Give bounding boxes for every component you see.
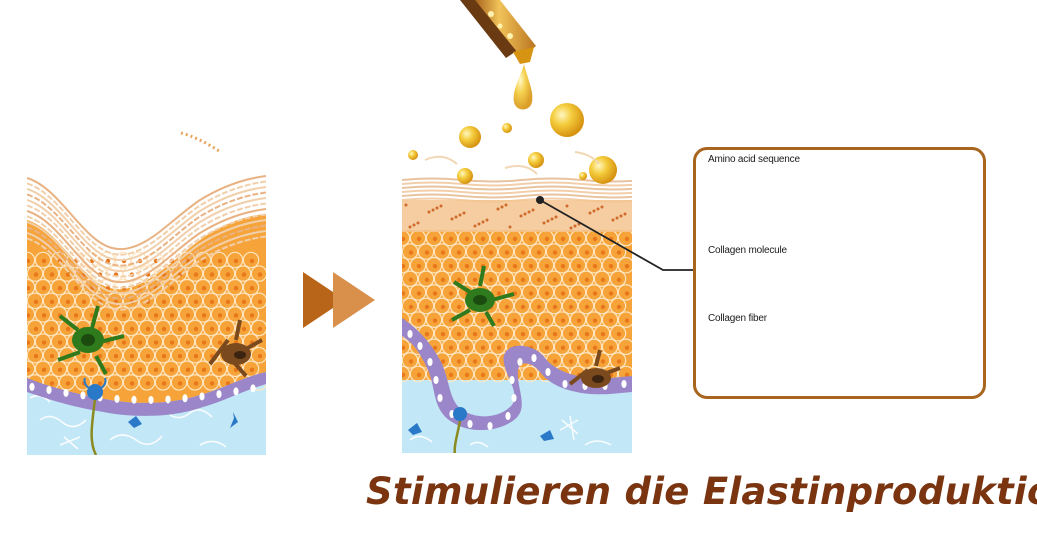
collagen-fiber-label: Collagen fiber xyxy=(708,313,767,324)
collagen-inset-frame xyxy=(693,147,986,399)
fast-forward-arrow-icon xyxy=(303,272,375,328)
langerhans-cell-icon xyxy=(57,305,125,375)
amino-acid-sequence-label: Amino acid sequence xyxy=(708,154,800,165)
aged-skin-cross-section xyxy=(27,175,266,455)
caption-title: Stimulieren die Elastinproduktion xyxy=(366,470,1037,513)
langerhans-cell-icon xyxy=(451,265,515,327)
melanocyte-icon xyxy=(568,349,621,388)
dropper-icon xyxy=(460,0,536,110)
serum-droplets xyxy=(408,103,617,184)
nerve-ending-icon xyxy=(83,377,107,400)
collagen-molecule-label: Collagen molecule xyxy=(708,245,787,256)
renewed-skin-cross-section xyxy=(402,177,632,453)
melanocyte-icon xyxy=(208,319,263,378)
